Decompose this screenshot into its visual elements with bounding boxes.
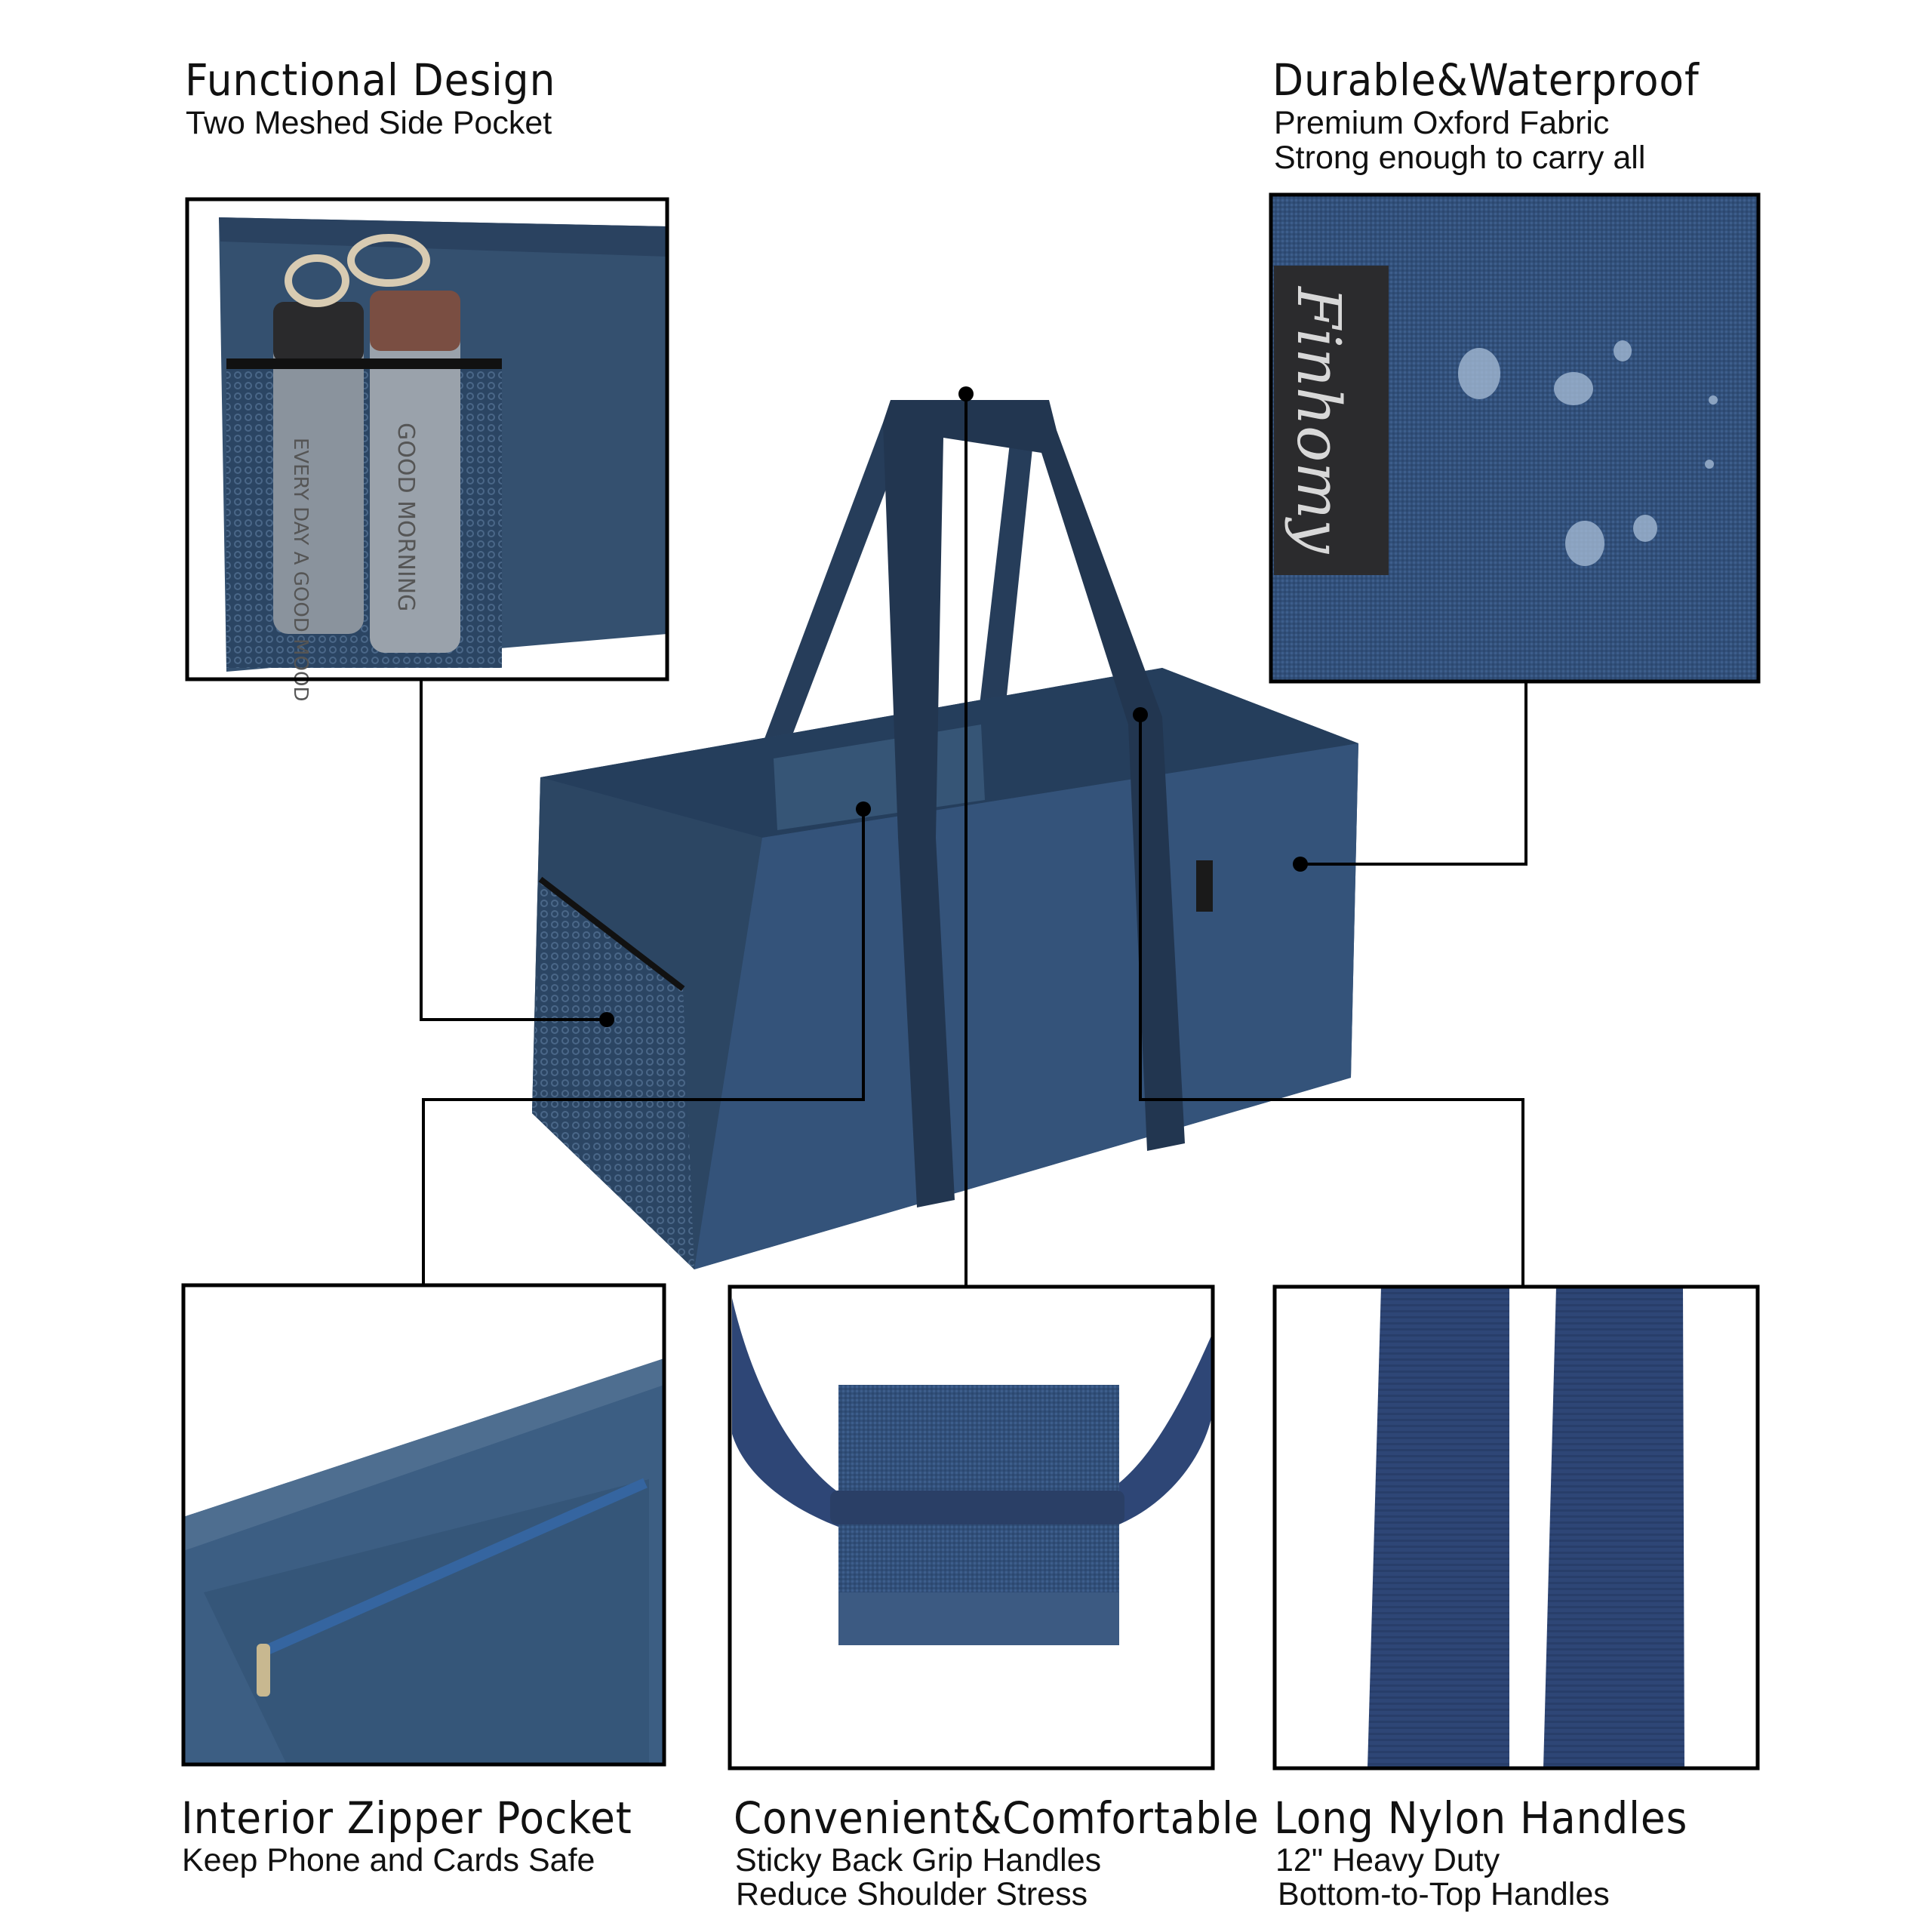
callout-dots [599, 386, 1308, 1027]
feature-title-long-nylon-handles: Long Nylon Handles [1274, 1792, 1688, 1844]
callout-lines [420, 394, 1527, 1287]
feature-title-functional-design: Functional Design [185, 54, 556, 106]
front-strap [883, 400, 1185, 1208]
feature-line: Premium Oxford Fabric [1274, 105, 1610, 141]
feature-line: 12" Heavy Duty [1275, 1842, 1500, 1878]
back-strap-right [977, 430, 1034, 724]
nylon-handles-photo [1272, 1284, 1760, 1770]
grip-handle-photo [728, 1284, 1215, 1770]
feature-title-interior-zipper: Interior Zipper Pocket [181, 1792, 632, 1844]
feature-title-convenient-comfortable: Convenient&Comfortable [734, 1792, 1260, 1844]
feature-line: Reduce Shoulder Stress [736, 1876, 1088, 1912]
bottle-text-1: EVERY DAY A GOOD MOOD [289, 438, 312, 701]
feature-line: Bottom-to-Top Handles [1278, 1876, 1610, 1912]
feature-line: Keep Phone and Cards Safe [182, 1842, 595, 1878]
zipper-pocket-photo [181, 1283, 666, 1767]
mesh-pocket-photo: EVERY DAY A GOOD MOOD GOOD MORNING [185, 197, 669, 701]
feature-line: Strong enough to carry all [1274, 140, 1646, 176]
tote-bag-image [532, 400, 1358, 1269]
feature-title-durable-waterproof: Durable&Waterproof [1272, 54, 1700, 106]
feature-line: Sticky Back Grip Handles [735, 1842, 1102, 1878]
brand-label: Finhomy [1284, 285, 1354, 555]
back-strap-left [758, 423, 906, 755]
waterproof-fabric-photo: Finhomy [1269, 192, 1761, 684]
bottle-text-2: GOOD MORNING [392, 423, 419, 611]
feature-line: Two Meshed Side Pocket [186, 105, 552, 141]
